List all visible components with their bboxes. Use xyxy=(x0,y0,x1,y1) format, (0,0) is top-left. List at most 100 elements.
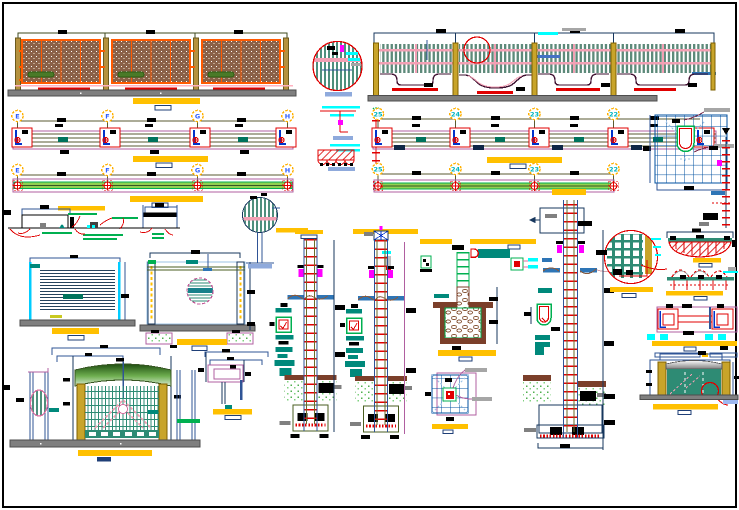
curb-section-detail xyxy=(3,203,180,241)
title-bar xyxy=(666,291,723,296)
scale-box xyxy=(621,292,637,299)
stone-footing-section xyxy=(433,245,498,362)
picket-panels xyxy=(380,44,711,73)
grid-marker: 24 xyxy=(451,165,461,173)
right-plan-strip-2 xyxy=(372,179,619,195)
tall-column-section xyxy=(523,200,620,450)
title-bar xyxy=(487,157,562,163)
grid-marker: G xyxy=(195,112,200,120)
scale-box xyxy=(97,457,111,462)
grid-marker: E xyxy=(15,112,19,120)
grid-marker: 25 xyxy=(373,165,383,173)
right-grid-markers-row1: 25 24 23 22 xyxy=(371,107,700,128)
title-bar xyxy=(552,189,586,195)
title-bar xyxy=(52,328,99,334)
title-bar xyxy=(130,196,203,202)
grid-marker: H xyxy=(285,112,290,120)
left-gate-elevation xyxy=(2,345,201,462)
title-bar xyxy=(58,206,105,211)
scale-box xyxy=(300,234,318,240)
subtitle-bar xyxy=(333,136,353,140)
ground-bar xyxy=(639,394,739,400)
grid-marker: E xyxy=(15,166,19,174)
footing xyxy=(145,332,173,345)
subtitle-bar xyxy=(328,167,355,171)
grid-marker: F xyxy=(105,166,109,174)
fence-posts xyxy=(373,42,716,97)
ground-bar xyxy=(367,95,658,102)
right-gate-elevation xyxy=(639,346,739,416)
scale-box xyxy=(698,262,713,268)
left-pier-detail xyxy=(2,368,59,440)
scale-box xyxy=(191,345,208,352)
title-bar xyxy=(470,239,536,244)
mesh-panel xyxy=(111,39,191,84)
lattice-callout xyxy=(596,229,668,299)
annotation-text-marks xyxy=(42,213,164,241)
right-edge-column-elevation xyxy=(699,128,730,228)
tree-column-detail xyxy=(242,193,308,269)
subtitle-bar xyxy=(248,264,272,269)
title-bar xyxy=(432,424,468,429)
ground-bar xyxy=(7,89,297,97)
left-grid-markers-row1: E F G H xyxy=(11,109,294,128)
u-column-section xyxy=(524,288,560,355)
left-plan-strip-2 xyxy=(12,178,294,209)
title-bar xyxy=(295,230,323,234)
right-fence-elevation xyxy=(367,28,716,102)
scale-box xyxy=(677,409,692,416)
foundation-grid-plan xyxy=(643,108,734,191)
title-bar xyxy=(133,98,200,104)
title-bar xyxy=(438,350,496,356)
right-grid-markers-row2: 25 24 23 22 xyxy=(371,162,620,183)
title-bar xyxy=(653,404,718,410)
louver-slats xyxy=(40,268,115,312)
grid-marker: 22 xyxy=(609,165,618,173)
beam-plan-detail xyxy=(647,304,738,358)
footing xyxy=(226,332,254,345)
leader-lines xyxy=(9,215,174,238)
column-section-b xyxy=(338,226,416,441)
right-pier-detail xyxy=(148,370,200,440)
title-bar xyxy=(693,258,721,263)
scale-box xyxy=(224,414,242,421)
scale-box xyxy=(154,104,172,111)
scallop-detail xyxy=(317,144,360,171)
scale-box xyxy=(458,356,473,362)
scale-box xyxy=(67,334,85,341)
scale-box xyxy=(509,163,527,170)
grid-marker: 25 xyxy=(373,110,383,118)
corner-plan-detail xyxy=(198,349,269,421)
subtitle-bar xyxy=(325,92,352,97)
left-plan-strip-1 xyxy=(11,124,297,169)
scale-box xyxy=(683,346,697,352)
title-bar xyxy=(133,156,208,162)
bracket-detail xyxy=(320,106,360,140)
grid-marker: 23 xyxy=(530,165,539,173)
grid-marker: G xyxy=(195,166,200,174)
mesh-panel xyxy=(201,39,281,84)
title-bar xyxy=(177,339,227,345)
ground-bar xyxy=(9,439,201,448)
grid-marker: 24 xyxy=(451,110,461,118)
scale-box xyxy=(155,162,173,169)
title-bar xyxy=(213,409,252,415)
ground-bar xyxy=(19,319,136,327)
left-grid-markers-row2: E F G H xyxy=(11,163,294,181)
title-bar xyxy=(276,228,308,233)
subtitle-bar xyxy=(723,400,738,404)
mid-gate-elevation xyxy=(139,250,256,352)
scale-box xyxy=(507,244,521,250)
grid-marker: H xyxy=(285,166,290,174)
picket-callout-detail xyxy=(312,40,363,97)
ground-bar xyxy=(139,324,256,332)
scallop-section-2 xyxy=(666,267,738,301)
title-bar xyxy=(652,341,737,346)
grid-marker: 23 xyxy=(530,110,539,118)
mesh-panel xyxy=(21,39,101,84)
title-bar xyxy=(610,287,653,292)
medallion xyxy=(187,278,213,304)
grid-marker: 22 xyxy=(609,110,618,118)
title-bar xyxy=(420,239,452,244)
